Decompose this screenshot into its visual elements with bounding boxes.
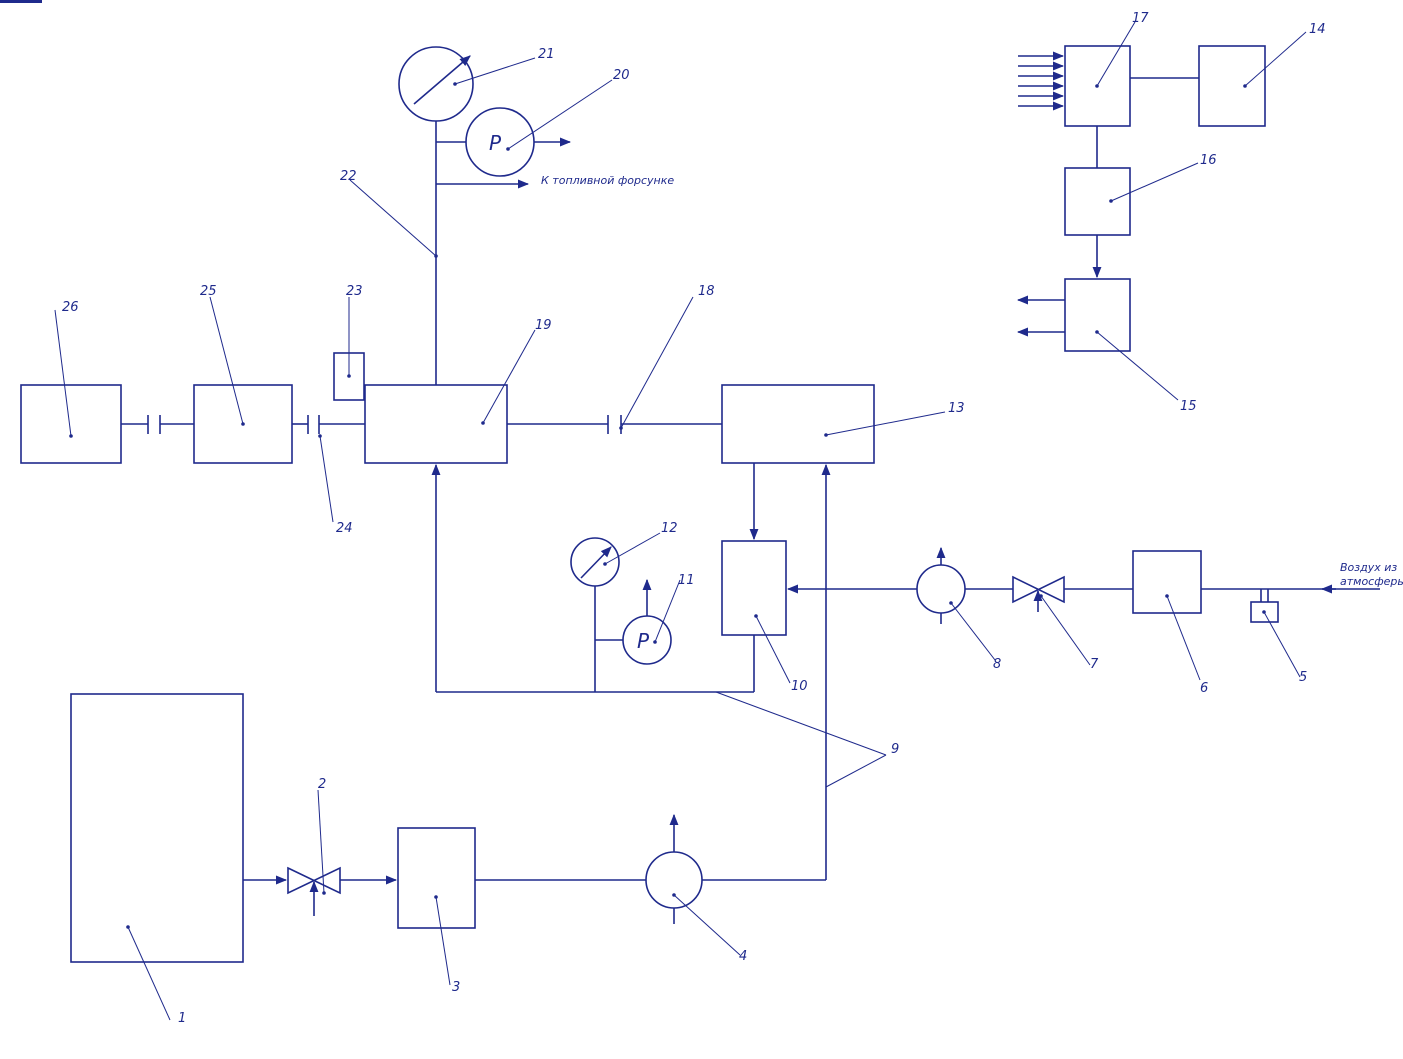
label-19: 19 bbox=[535, 318, 552, 333]
coupling-24-icon bbox=[292, 415, 365, 434]
corner-mark bbox=[0, 0, 42, 3]
return-line-9 bbox=[431, 463, 755, 693]
label-4: 4 bbox=[739, 949, 747, 964]
coupling-26-25-icon bbox=[121, 415, 194, 434]
gauge-symbol-20: P bbox=[489, 131, 502, 155]
label-23: 23 bbox=[346, 284, 363, 299]
manometer-21-icon bbox=[398, 46, 474, 122]
label-10: 10 bbox=[791, 679, 808, 694]
component-19-pump bbox=[364, 384, 508, 464]
label-3: 3 bbox=[452, 980, 460, 995]
label-22: 22 bbox=[340, 169, 357, 184]
leader-lines bbox=[54, 21, 1307, 1021]
label-20: 20 bbox=[613, 68, 630, 83]
to-injector-note: К топливной форсунке bbox=[541, 174, 674, 187]
pump-4-icon bbox=[645, 813, 703, 924]
supply-line-9 bbox=[243, 463, 831, 885]
label-17: 17 bbox=[1132, 11, 1149, 26]
label-24: 24 bbox=[336, 521, 353, 536]
gauge-symbol-11: P bbox=[637, 629, 650, 653]
label-25: 25 bbox=[200, 284, 217, 299]
label-5: 5 bbox=[1299, 670, 1307, 685]
label-11: 11 bbox=[678, 573, 695, 588]
label-2: 2 bbox=[318, 777, 326, 792]
component-5 bbox=[1250, 601, 1279, 623]
label-12: 12 bbox=[661, 521, 678, 536]
air-line bbox=[786, 584, 1380, 602]
label-9: 9 bbox=[891, 742, 899, 757]
label-14: 14 bbox=[1309, 22, 1326, 37]
label-1: 1 bbox=[178, 1011, 186, 1026]
manometer-12-icon bbox=[570, 537, 620, 587]
control-links bbox=[1016, 51, 1199, 337]
label-13: 13 bbox=[948, 401, 965, 416]
component-15 bbox=[1064, 278, 1131, 352]
component-13 bbox=[721, 384, 875, 464]
label-18: 18 bbox=[698, 284, 715, 299]
component-26 bbox=[20, 384, 122, 464]
valve-7-icon bbox=[1012, 575, 1065, 612]
label-16: 16 bbox=[1200, 153, 1217, 168]
label-8: 8 bbox=[993, 657, 1001, 672]
component-10 bbox=[721, 540, 787, 636]
air-note-line2: атмосферы bbox=[1340, 575, 1403, 588]
coupling-18-icon bbox=[507, 415, 722, 434]
label-15: 15 bbox=[1180, 399, 1197, 414]
component-16 bbox=[1064, 167, 1131, 236]
air-note-line1: Воздух из bbox=[1340, 561, 1397, 574]
component-6 bbox=[1132, 550, 1202, 614]
component-3-filter bbox=[397, 827, 476, 929]
fuel-line-vertical-22 bbox=[435, 121, 530, 385]
label-6: 6 bbox=[1200, 681, 1208, 696]
valve-2-icon bbox=[287, 866, 341, 916]
component-14 bbox=[1198, 45, 1266, 127]
label-26: 26 bbox=[62, 300, 79, 315]
label-7: 7 bbox=[1090, 657, 1099, 672]
label-21: 21 bbox=[538, 47, 555, 62]
component-1-tank bbox=[70, 693, 244, 963]
